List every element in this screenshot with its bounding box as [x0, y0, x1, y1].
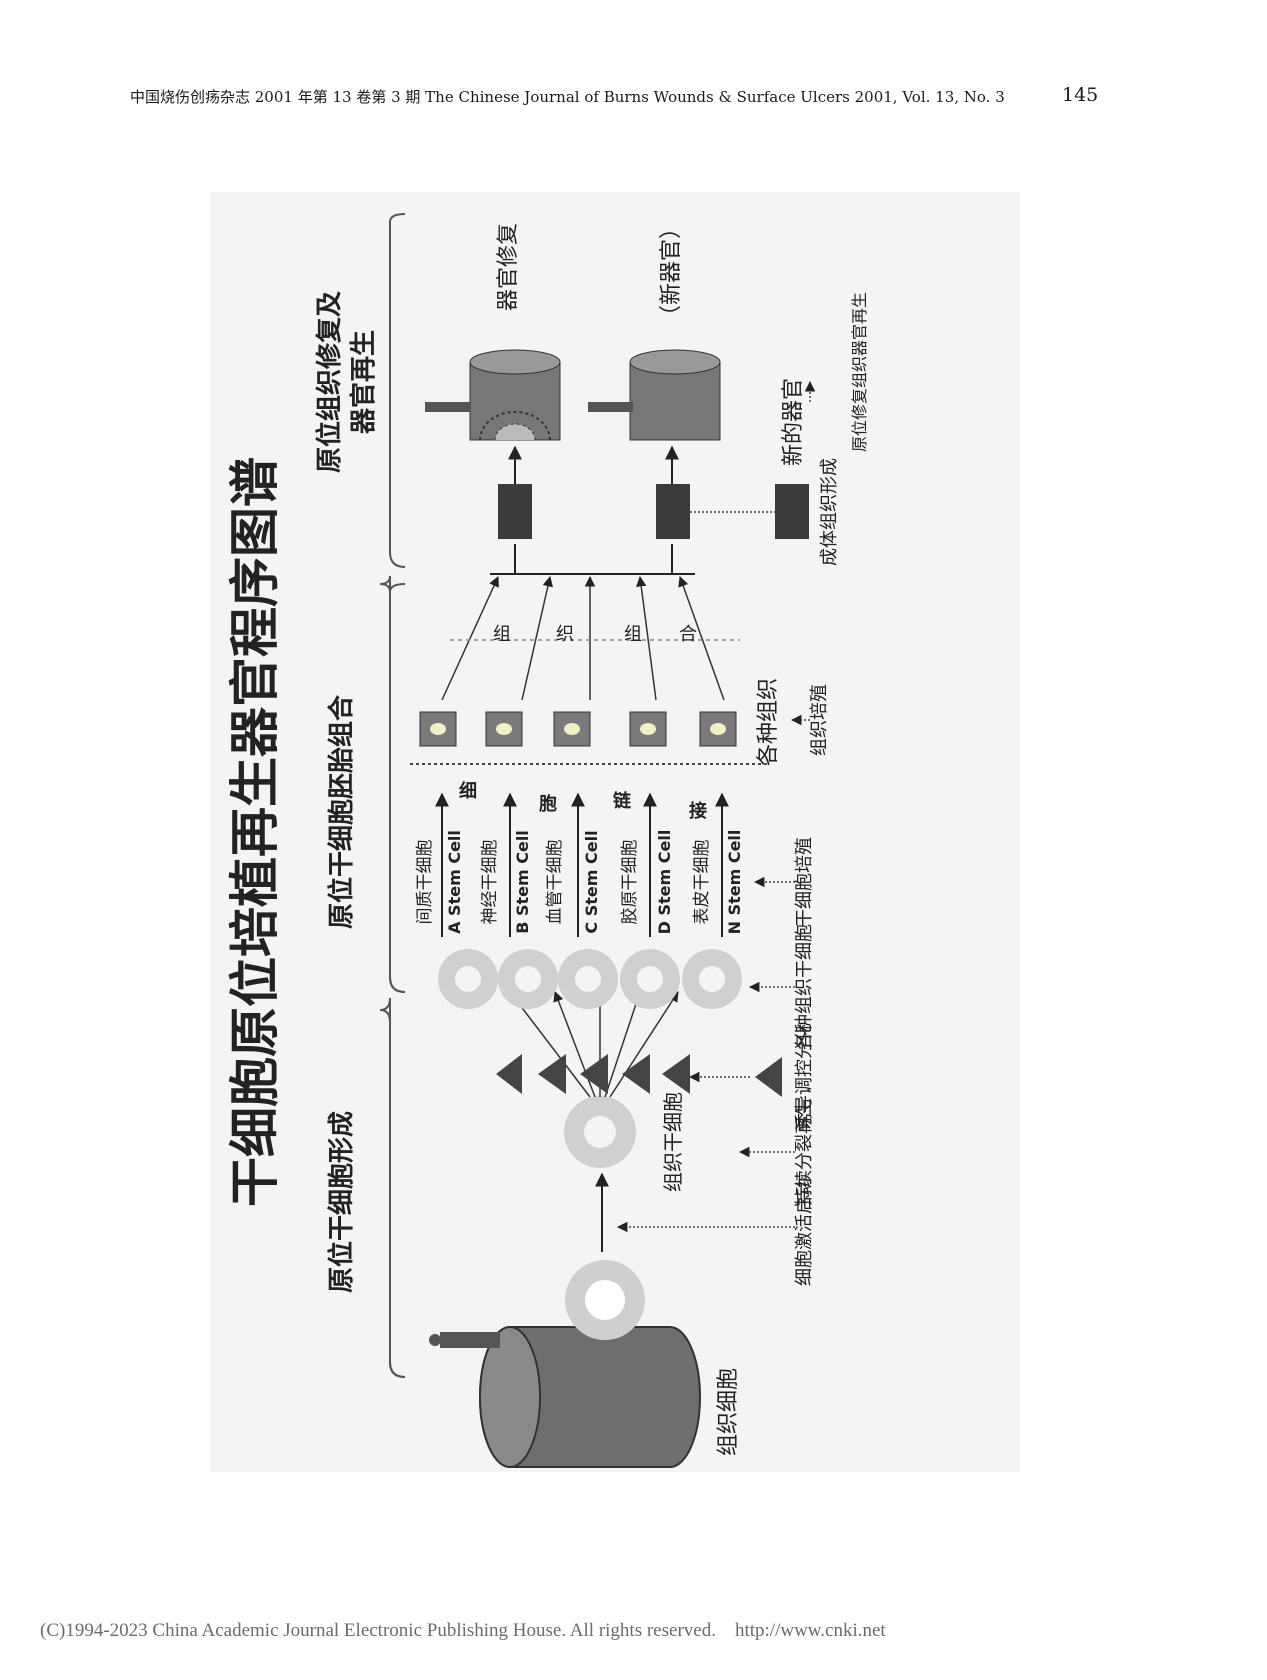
organ-repair-cylinder [425, 349, 561, 441]
tissue-cylinder [429, 1260, 701, 1468]
stem-cell-label-en: N Stem Cell [725, 830, 744, 935]
page-number: 145 [1062, 84, 1099, 106]
annotation-induction: 诱导调控分化 [794, 1023, 815, 1131]
cell-link-char: 胞 [539, 793, 557, 815]
tissue-combo-char: 组 [624, 624, 642, 645]
annotations: 细胞激活启动 持续分裂再生 诱导调控分化 各种组织干细胞 干细胞培殖 组织培殖 … [616, 292, 869, 1286]
stem-cell-regeneration-figure: 干细胞原位培植再生器官程序图谱 原位干细胞形成 原位干细胞胚胎组合 原位组织修复… [210, 192, 1020, 1472]
annotation-stem-culture: 干细胞培殖 [793, 837, 815, 927]
stem-cell-donuts [438, 949, 742, 1009]
running-header: 中国烧伤创疡杂志 2001 年第 13 卷第 3 期 The Chinese J… [130, 88, 1005, 106]
stem-cell-label-cn: 间质干细胞 [415, 840, 435, 925]
tissue-combo-char: 织 [556, 624, 574, 645]
stem-cell-arrows [435, 792, 729, 937]
annotation-various-stem: 各种组织干细胞 [794, 924, 815, 1050]
stem-cell-label-cn: 神经干细胞 [480, 840, 500, 925]
tissue-block-bottom [656, 484, 690, 539]
brace-repair [389, 213, 406, 568]
copyright-footer: (C)1994-2023 China Academic Journal Elec… [40, 1620, 886, 1641]
person-icon [425, 402, 470, 412]
annotation-activation: 细胞激活启动 [794, 1178, 815, 1286]
cell-link-char: 接 [689, 800, 707, 822]
section-formation: 原位干细胞形成 [326, 1111, 357, 1293]
stem-cell-label-cn: 胶原干细胞 [620, 840, 640, 925]
cell-link-char: 链 [613, 790, 632, 812]
cell-link-char: 细 [459, 780, 477, 802]
annotation-adult-tissue: 成体组织形成 [819, 458, 840, 566]
figure-canvas: 干细胞原位培植再生器官程序图谱 原位干细胞形成 原位干细胞胚胎组合 原位组织修复… [210, 192, 1020, 1472]
tissue-cylinders [419, 711, 737, 747]
figure-title: 干细胞原位培植再生器官程序图谱 [226, 457, 284, 1207]
tissue-combo-char: 合 [679, 624, 697, 645]
stem-cell-label-en: A Stem Cell [445, 830, 464, 934]
section-repair-line1: 原位组织修复及 [314, 291, 345, 473]
stem-cell-label-en: B Stem Cell [513, 830, 532, 934]
tissue-combo-char: 组 [493, 624, 511, 645]
annotation-division: 持续分裂再生 [794, 1098, 815, 1206]
stem-cell-labels: 间质干细胞 A Stem Cell 神经干细胞 B Stem Cell 血管干细… [415, 830, 744, 935]
stem-cell-label-en: D Stem Cell [655, 830, 674, 935]
various-tissues-label: 各种组织 [756, 678, 781, 766]
new-organ-label: （新器官） [659, 217, 684, 327]
annotation-organ-regeneration: 原位修复组织器官再生 [850, 292, 869, 452]
organ-repair-label: 器官修复 [496, 223, 521, 311]
stem-cell-label-en: C Stem Cell [582, 830, 601, 933]
tissue-stem-cell-label: 组织干细胞 [661, 1092, 685, 1192]
combination-arrows [441, 575, 725, 701]
new-organ-cylinder [588, 349, 721, 441]
person-icon [429, 1332, 500, 1348]
new-organ-text: 新的器官 [781, 378, 806, 466]
stem-cell-label-cn: 表皮干细胞 [692, 840, 712, 925]
stem-cell-label-cn: 血管干细胞 [545, 840, 565, 925]
tissue-stem-cell-donut [564, 1096, 636, 1168]
tissue-cell-label: 组织细胞 [716, 1368, 741, 1456]
induction-fan [496, 990, 690, 1098]
annotation-tissue-culture: 组织培殖 [808, 684, 830, 756]
tissue-block-top [498, 484, 532, 539]
person-icon [588, 402, 633, 412]
section-repair-line2: 器官再生 [348, 330, 379, 435]
section-combination: 原位干细胞胚胎组合 [326, 694, 357, 929]
